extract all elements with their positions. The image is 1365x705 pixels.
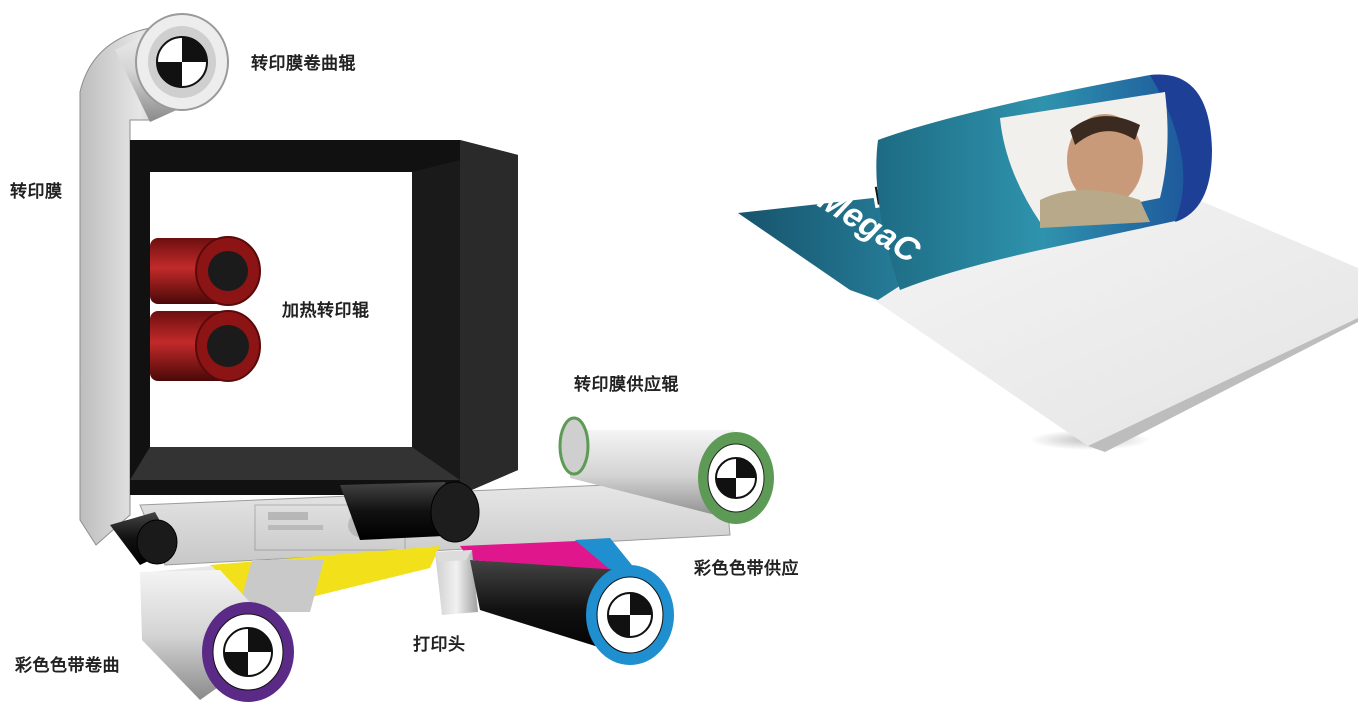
color-ribbon-supply-roller bbox=[470, 560, 674, 665]
ribbon-magenta-panel bbox=[460, 540, 625, 572]
heated-transfer-roller-bottom bbox=[150, 310, 261, 382]
label-transfer-film-supply-roller: 转印膜供应辊 bbox=[574, 375, 679, 395]
label-transfer-film: 转印膜 bbox=[10, 182, 63, 202]
roller-hub-icon bbox=[223, 627, 273, 677]
transfer-film-supply-roller bbox=[558, 416, 774, 524]
pressure-roller-middle bbox=[340, 481, 480, 543]
label-heated-transfer-roller: 加热转印辊 bbox=[282, 301, 370, 321]
roller-hub-icon bbox=[715, 457, 757, 499]
label-color-ribbon-takeup: 彩色色带卷曲 bbox=[15, 656, 120, 676]
print-head bbox=[238, 550, 478, 615]
heated-transfer-roller-top bbox=[150, 236, 261, 306]
roller-hub-icon bbox=[607, 592, 653, 638]
heating-frame bbox=[130, 140, 518, 495]
pressure-roller-left bbox=[110, 512, 178, 565]
portrait-photo bbox=[1000, 92, 1168, 228]
label-color-ribbon-supply: 彩色色带供应 bbox=[694, 559, 799, 579]
card-illustration: MegaC bbox=[735, 74, 1358, 452]
label-print-head: 打印头 bbox=[413, 635, 466, 655]
transfer-film-takeup-roller bbox=[115, 13, 229, 122]
color-ribbon-takeup-roller bbox=[140, 570, 294, 702]
roller-hub-icon bbox=[156, 36, 208, 88]
label-transfer-film-takeup-roller: 转印膜卷曲辊 bbox=[251, 54, 356, 74]
